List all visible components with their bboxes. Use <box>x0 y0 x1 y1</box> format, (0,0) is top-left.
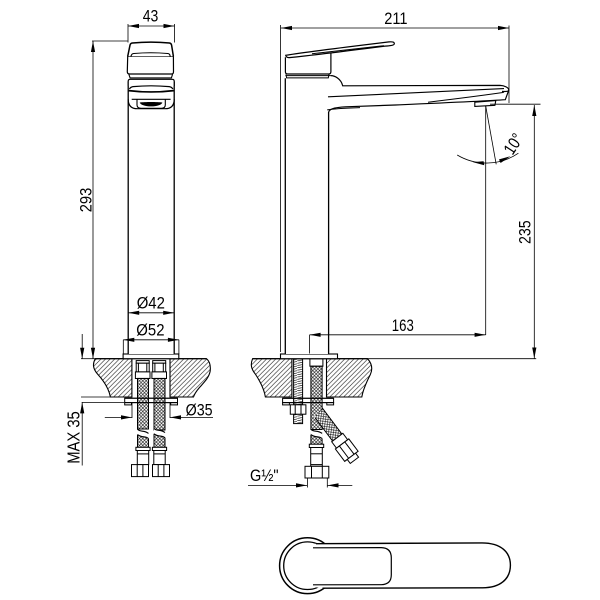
svg-text:MAX 35: MAX 35 <box>64 411 84 464</box>
svg-text:G½": G½" <box>250 466 279 485</box>
svg-text:Ø52: Ø52 <box>136 320 164 339</box>
svg-text:293: 293 <box>76 188 95 213</box>
svg-text:163: 163 <box>392 316 414 335</box>
svg-text:43: 43 <box>143 7 159 26</box>
svg-text:Ø42: Ø42 <box>137 293 165 312</box>
svg-text:Ø35: Ø35 <box>186 400 213 419</box>
svg-text:211: 211 <box>384 9 407 28</box>
svg-text:235: 235 <box>516 220 535 244</box>
